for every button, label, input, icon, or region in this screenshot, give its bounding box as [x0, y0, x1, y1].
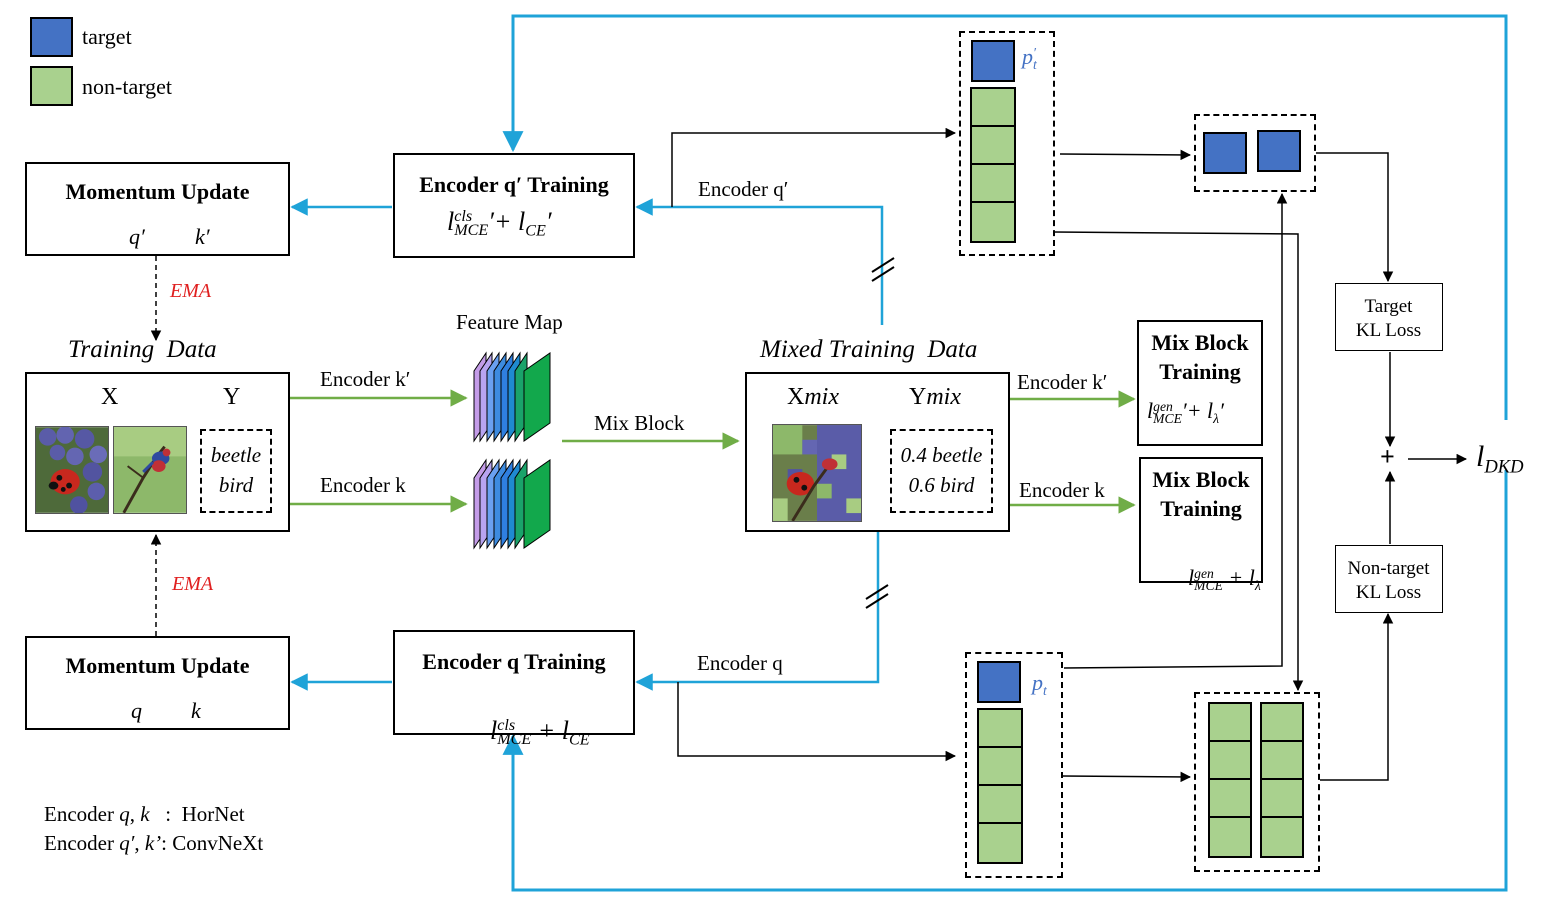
legend-non-target-label: non-target — [82, 74, 173, 99]
ema-label-bottom: EMA — [172, 573, 214, 595]
label-bird: bird — [218, 473, 254, 497]
mixed-labels-box: 0.4 beetle 0.6 bird — [890, 429, 993, 513]
bird-photo — [113, 426, 187, 514]
nontarget-kl-line2: KL Loss — [1355, 582, 1422, 603]
ema-label-top: EMA — [170, 280, 212, 302]
nontarget-pair-a-1 — [1208, 702, 1252, 742]
nontarget-pair-b-4 — [1260, 816, 1304, 858]
label-06-bird: 0.6 bird — [908, 473, 975, 497]
target-pair-cell-2 — [1257, 130, 1301, 172]
plus-sign: + — [1380, 442, 1395, 471]
beetle-photo — [35, 426, 109, 514]
label-feature-map: Feature Map — [456, 310, 563, 334]
label-04-beetle: 0.4 beetle — [900, 443, 983, 467]
mixed-photo — [772, 424, 862, 522]
x-label: X — [101, 384, 119, 410]
nontarget-pair-b-1 — [1260, 702, 1304, 742]
pt-prime-label: p′t — [1022, 44, 1037, 72]
label-encoder-k-right: Encoder k — [1019, 478, 1105, 502]
nontarget-cell-top-4 — [970, 201, 1016, 243]
label-encoder-kp-right: Encoder k′ — [1017, 370, 1108, 394]
arrow-mixed-to-q — [635, 532, 880, 691]
mix-block-bottom-title-2: Training — [1160, 496, 1242, 521]
feedback-loop-top — [502, 14, 1508, 420]
feature-map-top — [473, 351, 551, 443]
nontarget-cell-bottom-4 — [977, 822, 1023, 864]
nontarget-pair-b-2 — [1260, 740, 1304, 780]
label-beetle: beetle — [210, 443, 262, 467]
target-kl-line2: KL Loss — [1355, 320, 1422, 341]
feedback-loop-bottom — [502, 470, 1508, 892]
prob-vector-bottom — [965, 652, 1063, 878]
feature-map-bottom — [473, 458, 551, 550]
xmix-label: Xmix — [787, 384, 839, 410]
nontarget-cell-top-1 — [970, 87, 1016, 127]
footnote-line-2: Encoder q′, k’: ConvNeXt — [44, 831, 264, 855]
training-data-box: X Y beetle bird — [25, 372, 290, 532]
target-kl-loss: Target KL Loss — [1335, 283, 1443, 351]
target-kl-line1: Target — [1364, 296, 1413, 317]
pt-label: pt — [1032, 670, 1047, 698]
momentum-update-title-bottom: Momentum Update — [65, 653, 250, 678]
encoder-qp-title: Encoder q′ Training — [419, 172, 609, 197]
dkd-output: lDKD — [1476, 440, 1524, 478]
nontarget-kl-loss: Non-target KL Loss — [1335, 545, 1443, 613]
nontarget-pair-box — [1194, 692, 1320, 872]
label-encoder-q: Encoder q — [697, 651, 783, 675]
footnote-line-1: Encoder q, k : HorNet — [44, 802, 245, 826]
y-label: Y — [223, 384, 241, 410]
nontarget-cell-bottom-3 — [977, 784, 1023, 824]
ymix-label: Ymix — [909, 384, 961, 410]
encoder-q-title: Encoder q Training — [422, 649, 606, 674]
legend-target-swatch — [30, 17, 73, 57]
arrow-mixed-to-qp — [635, 198, 884, 325]
mixed-data-title: Mixed Training Data — [760, 336, 978, 363]
nontarget-pair-a-4 — [1208, 816, 1252, 858]
momentum-update-top: Momentum Update q′ k′ — [25, 162, 290, 256]
label-encoder-kp: Encoder k′ — [320, 367, 411, 391]
momentum-update-bottom: Momentum Update q k — [25, 636, 290, 730]
momentum-from-bottom: q — [131, 698, 142, 723]
label-mix-block: Mix Block — [594, 411, 685, 435]
prob-vector-top — [959, 31, 1055, 256]
legend-target-label: target — [82, 24, 132, 49]
momentum-from: q′ — [129, 224, 145, 249]
nontarget-cell-bottom-2 — [977, 746, 1023, 786]
target-pair-box — [1194, 114, 1316, 192]
mix-block-top-title-2: Training — [1159, 359, 1241, 384]
nontarget-pair-a-3 — [1208, 778, 1252, 818]
target-pair-cell-1 — [1203, 132, 1247, 174]
nontarget-pair-b-3 — [1260, 778, 1304, 818]
label-encoder-k: Encoder k — [320, 473, 406, 497]
momentum-to: k′ — [195, 224, 210, 249]
target-cell-top — [971, 40, 1015, 82]
mix-block-bottom-title-1: Mix Block — [1152, 467, 1250, 492]
mixed-data-box: Xmix Ymix 0.4 beetle 0.6 bird — [745, 372, 1010, 532]
training-data-title: Training Data — [68, 336, 217, 363]
nontarget-cell-bottom-1 — [977, 708, 1023, 748]
nontarget-cell-top-2 — [970, 125, 1016, 165]
target-cell-bottom — [977, 661, 1021, 703]
mix-block-top-title-1: Mix Block — [1151, 330, 1249, 355]
nontarget-cell-top-3 — [970, 163, 1016, 203]
legend-non-target-swatch — [30, 66, 73, 106]
nontarget-pair-a-2 — [1208, 740, 1252, 780]
label-encoder-qp: Encoder q′ — [698, 177, 789, 201]
momentum-update-title: Momentum Update — [65, 179, 250, 204]
training-labels-box: beetle bird — [200, 429, 272, 513]
nontarget-kl-line1: Non-target — [1347, 558, 1430, 579]
momentum-to-bottom: k — [191, 698, 201, 723]
